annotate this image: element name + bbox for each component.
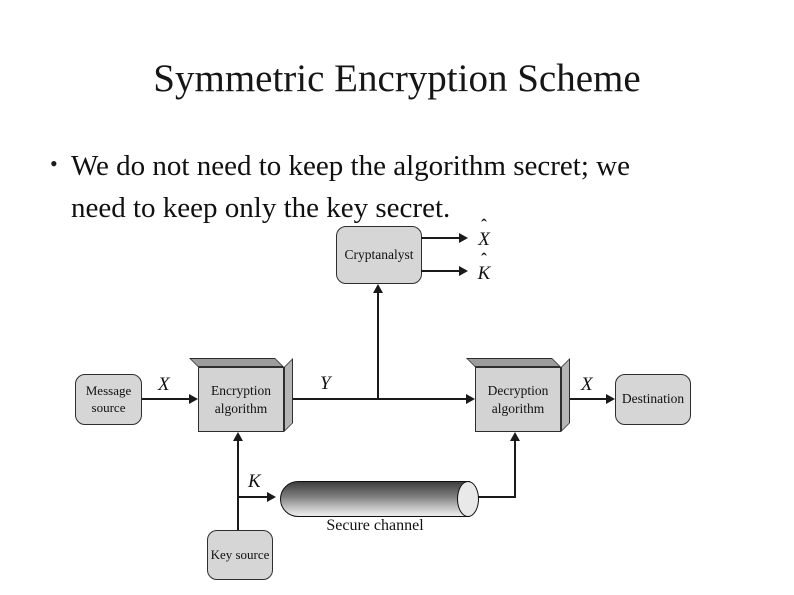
decryption-box-top-face: [466, 358, 561, 367]
secure-channel-label: Secure channel: [326, 517, 424, 534]
encryption-box-side-face: [284, 358, 293, 432]
message-source-label: Message source: [85, 383, 132, 415]
decryption-label: Decryption algorithm: [487, 382, 549, 416]
plaintext-out-label: X: [581, 374, 593, 395]
encryption-box-top-face: [189, 358, 284, 367]
arrowhead-k-estimate: [459, 266, 468, 276]
arrow-to-x-estimate: [421, 237, 460, 239]
secure-channel-cap: [457, 481, 479, 517]
arrowhead-into-decryption: [466, 394, 475, 404]
slide-title: Symmetric Encryption Scheme: [153, 57, 641, 100]
bullet-icon: •: [50, 151, 58, 176]
ciphertext-label: Y: [320, 373, 331, 394]
arrow-to-k-estimate: [421, 270, 460, 272]
arrowhead-x-estimate: [459, 233, 468, 243]
cryptanalyst-node: Cryptanalyst: [336, 226, 422, 284]
arrowhead-key-into-encryption: [233, 432, 243, 441]
arrowhead-key-into-decryption: [510, 432, 520, 441]
key-source-label: Key source: [210, 546, 270, 562]
decryption-box-side-face: [561, 358, 570, 432]
arrowhead-into-cryptanalyst: [373, 284, 383, 293]
line-decryption-to-destination: [570, 398, 607, 400]
key-label: K: [248, 471, 261, 492]
arrowhead-into-destination: [606, 394, 615, 404]
decryption-node: Decryption algorithm: [475, 367, 561, 432]
plaintext-in-label: X: [158, 374, 170, 395]
line-message-to-encryption: [142, 398, 190, 400]
line-ciphertext-to-cryptanalyst: [377, 292, 379, 399]
hat-glyph: ˆ: [481, 216, 487, 235]
encryption-node: Encryption algorithm: [198, 367, 284, 432]
bullet-line-1: We do not need to keep the algorithm sec…: [71, 150, 630, 182]
arrowhead-into-channel: [267, 492, 276, 502]
line-channel-out: [477, 496, 516, 498]
arrowhead-into-encryption: [189, 394, 198, 404]
cryptanalyst-label: Cryptanalyst: [344, 246, 414, 262]
message-source-node: Message source: [75, 374, 142, 425]
line-key-to-encryption: [237, 441, 239, 530]
line-key-to-channel: [238, 496, 268, 498]
bullet-text: We do not need to keep the algorithm sec…: [71, 145, 726, 229]
encryption-label: Encryption algorithm: [211, 382, 271, 416]
line-ciphertext: [293, 398, 467, 400]
x-estimate-label: ˆ X: [472, 216, 496, 249]
destination-node: Destination: [615, 374, 691, 425]
hat-glyph: ˆ: [481, 250, 487, 269]
k-estimate-label: ˆ K: [472, 250, 496, 283]
bullet-line-2: need to keep only the key secret.: [71, 192, 451, 225]
key-source-node: Key source: [207, 530, 273, 580]
secure-channel-cylinder: [280, 481, 470, 517]
destination-label: Destination: [621, 391, 685, 407]
line-key-to-decryption: [514, 441, 516, 498]
